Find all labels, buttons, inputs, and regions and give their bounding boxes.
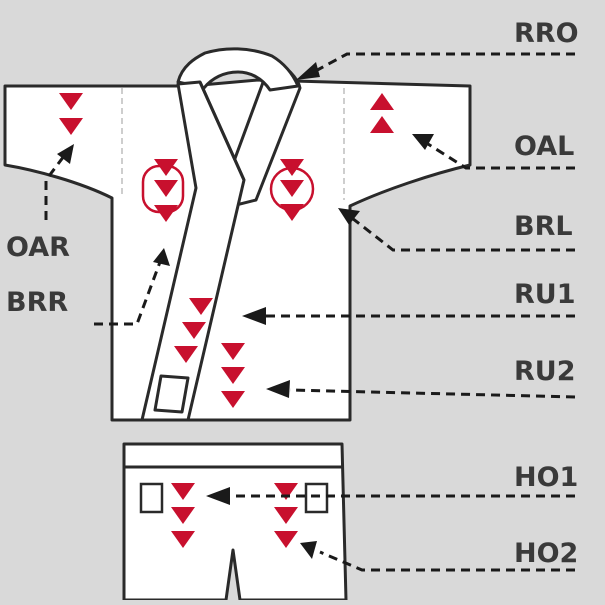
red-triangle-marker-icon	[370, 116, 394, 133]
trousers-patch-right	[304, 482, 329, 514]
arrowhead-icon	[153, 248, 170, 266]
leader-lines	[44, 52, 576, 572]
leader-oar	[44, 155, 66, 220]
red-triangle-marker-icon	[154, 180, 178, 197]
red-triangle-marker-icon	[274, 483, 298, 500]
lapel-inner-edge	[198, 81, 246, 181]
arrowhead-icon	[266, 380, 290, 398]
red-triangle-marker-icon	[171, 531, 195, 548]
lapel-label-patch	[153, 374, 190, 414]
leader-brl	[351, 216, 575, 252]
red-triangle-marker-icon	[280, 204, 304, 221]
red-triangle-marker-icon	[274, 531, 298, 548]
trousers-patch-left	[139, 482, 164, 514]
leader-ru2	[289, 388, 576, 399]
jacket	[3, 47, 472, 422]
arrowhead-icon	[296, 62, 320, 80]
label-ho2: HO2	[514, 538, 578, 569]
callout-labels: RRO OAL BRL OAR BRR RU1 RU2 HO1 HO2	[6, 18, 579, 569]
arrowhead-icon	[300, 541, 317, 559]
red-triangle-marker-icon	[274, 507, 298, 524]
red-triangle-marker-icon	[189, 298, 213, 315]
leader-rro	[309, 52, 575, 76]
arrowhead-icon	[206, 487, 230, 505]
leader-oal	[427, 142, 575, 170]
arrowhead-icon	[412, 134, 434, 150]
red-triangle-marker-icon	[59, 93, 83, 110]
red-triangle-marker-icon	[370, 93, 394, 110]
red-triangle-marker-icon	[182, 322, 206, 339]
label-ru1: RU1	[514, 279, 576, 310]
label-ru2: RU2	[514, 356, 576, 387]
red-triangle-marker-icon	[171, 507, 195, 524]
red-triangle-marker-icon	[280, 180, 304, 197]
label-ho1: HO1	[514, 462, 578, 493]
label-oal: OAL	[514, 131, 574, 162]
red-triangle-marker-icon	[171, 483, 195, 500]
arrowhead-icon	[242, 307, 266, 325]
label-rro: RRO	[514, 18, 579, 49]
trousers	[122, 442, 348, 602]
arrowhead-icon	[57, 144, 74, 164]
red-triangle-marker-icon	[221, 391, 245, 408]
red-triangle-marker-icon	[59, 118, 83, 135]
arrowheads	[57, 62, 434, 559]
red-triangle-marker-icon	[221, 343, 245, 360]
red-triangle-marker-icon	[154, 159, 178, 176]
label-oar: OAR	[6, 232, 70, 263]
marker-group	[59, 93, 394, 548]
label-brl: BRL	[514, 211, 573, 242]
leader-ho2	[319, 550, 575, 572]
red-triangle-marker-icon	[174, 346, 198, 363]
red-triangle-marker-icon	[221, 367, 245, 384]
collar-back	[176, 47, 300, 92]
red-triangle-marker-icon	[154, 205, 178, 222]
label-brr: BRR	[6, 287, 68, 318]
red-triangle-marker-icon	[280, 159, 304, 176]
arrowhead-icon	[338, 208, 360, 225]
